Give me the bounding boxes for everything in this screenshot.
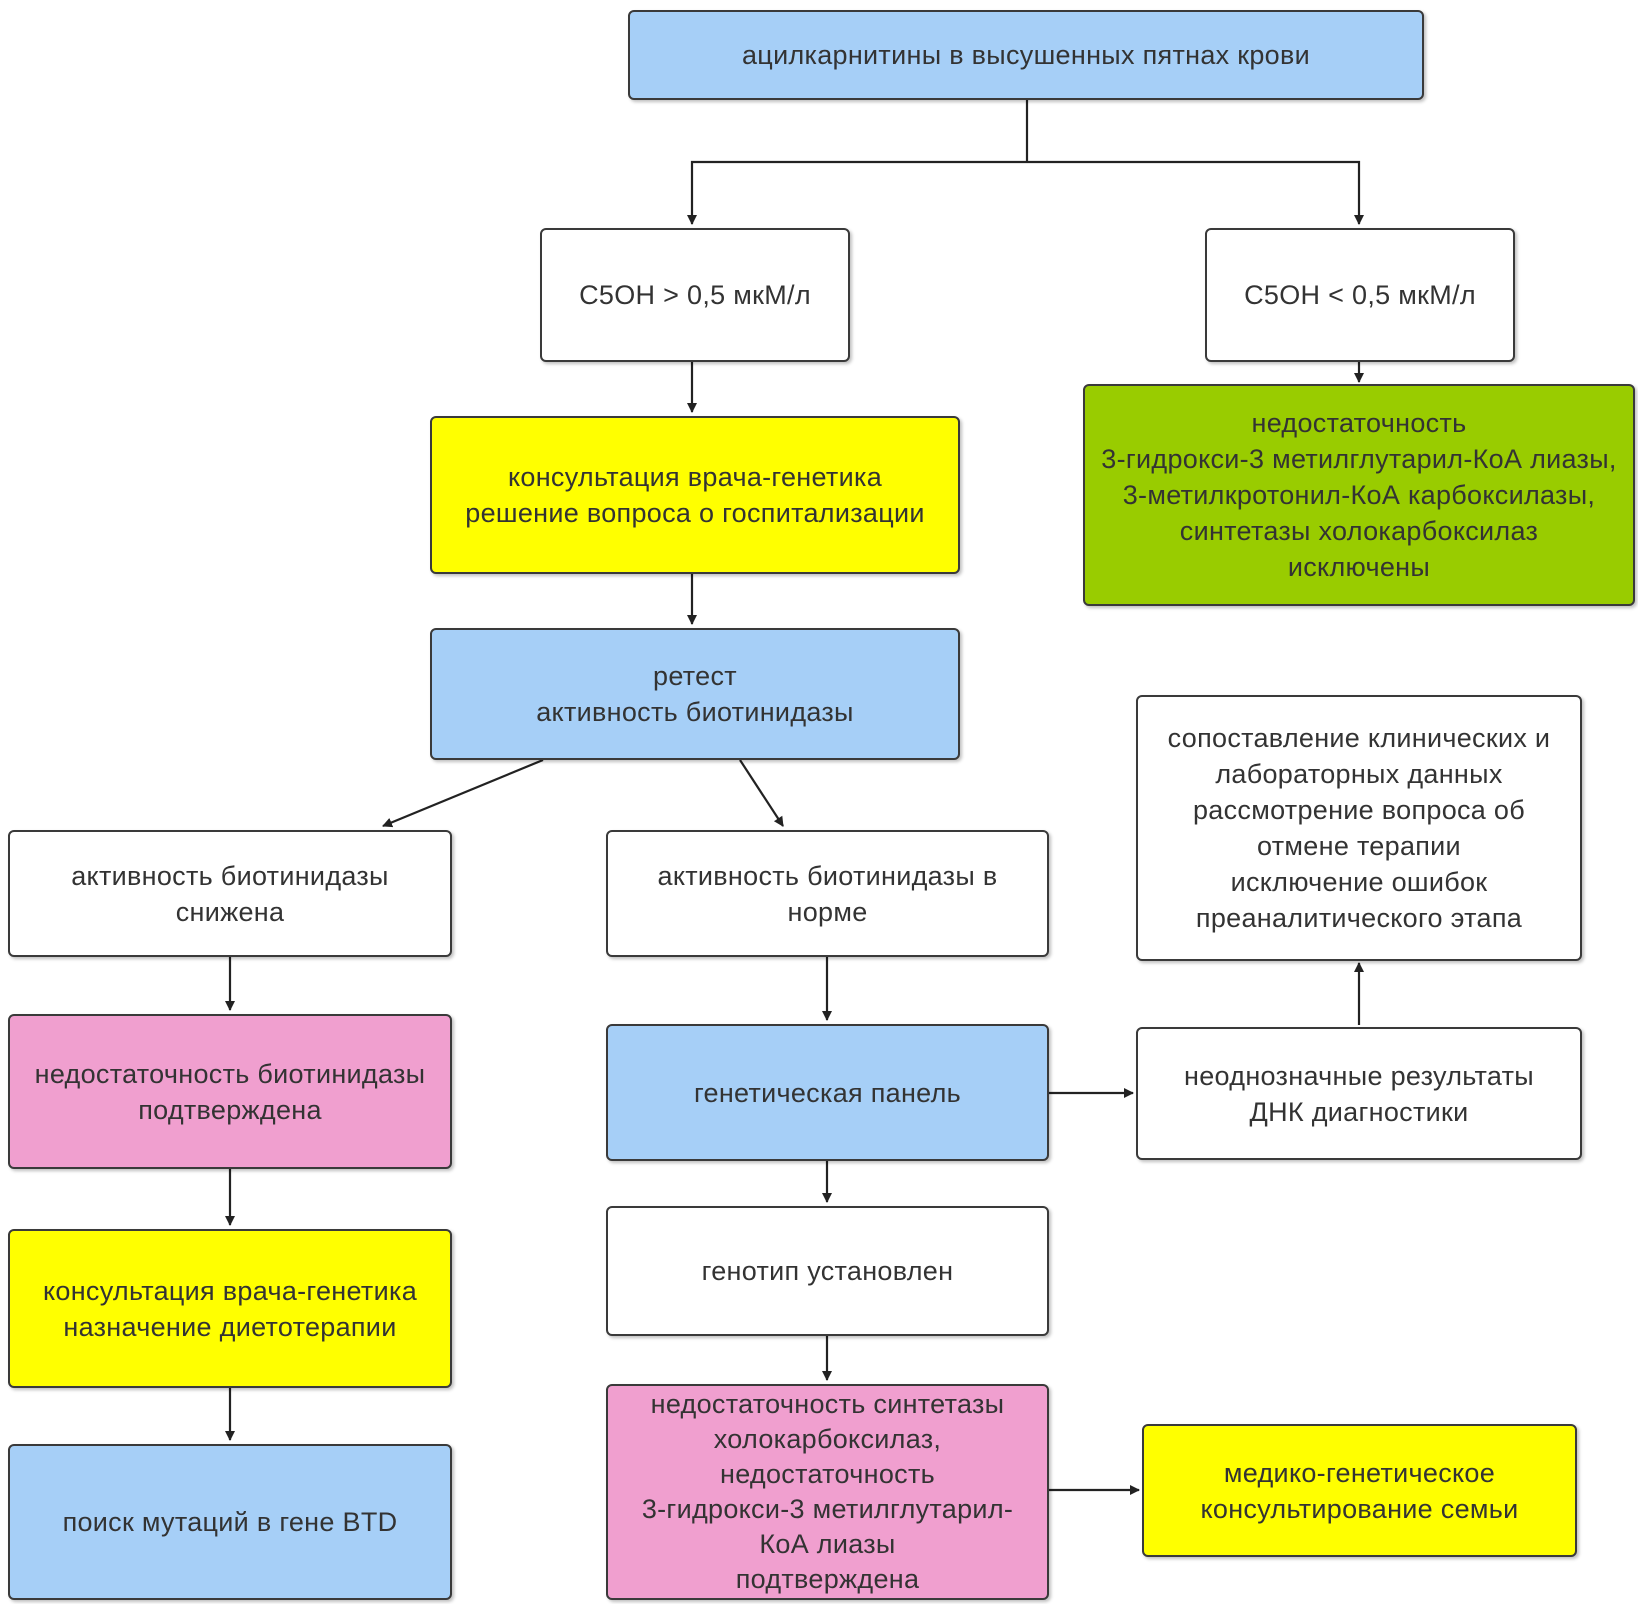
acylcarnitines-node: ацилкарнитины в высушенных пятнах крови xyxy=(628,10,1424,100)
arrow-to-activity-low xyxy=(382,758,544,828)
consult-hospital-label: консультация врача-генетика решение вопр… xyxy=(465,462,925,528)
genotype-label: генотип установлен xyxy=(701,1256,954,1286)
consult-hospital-node: консультация врача-генетика решение вопр… xyxy=(430,416,960,574)
c5oh-high-node: C5OH > 0,5 мкМ/л xyxy=(540,228,850,362)
c5oh-low-node: C5OH < 0,5 мкМ/л xyxy=(1205,228,1515,362)
activity-normal-label: активность биотинидазы в норме xyxy=(657,860,998,927)
excluded-label: недостаточность 3-гидрокси-3 метилглутар… xyxy=(1101,408,1617,582)
acylcarnitines-label: ацилкарнитины в высушенных пятнах крови xyxy=(741,40,1311,70)
arrow-to-activity-normal xyxy=(739,759,784,827)
ambiguous-label: неоднозначные результаты ДНК диагностики xyxy=(1184,1060,1534,1127)
comparison-label: сопоставление клинических и лабораторных… xyxy=(1167,723,1551,933)
c5oh-high-label: C5OH > 0,5 мкМ/л xyxy=(579,280,811,310)
consult-diet-node: консультация врача-генетика назначение д… xyxy=(8,1229,452,1388)
family-counseling-label: медико-генетическое консультирование сем… xyxy=(1200,1457,1519,1524)
retest-node: ретест активность биотинидазы xyxy=(430,628,960,760)
retest-label: ретест активность биотинидазы xyxy=(536,661,854,727)
genotype-node: генотип установлен xyxy=(606,1206,1049,1336)
consult-diet-label: консультация врача-генетика назначение д… xyxy=(42,1275,418,1342)
btd-search-label: поиск мутаций в гене BTD xyxy=(62,1507,398,1537)
arrow-to-c5oh-high xyxy=(687,160,1027,225)
deficiency-confirmed-node: недостаточность биотинидазы подтверждена xyxy=(8,1014,452,1169)
family-counseling-node: медико-генетическое консультирование сем… xyxy=(1142,1424,1577,1557)
c5oh-low-label: C5OH < 0,5 мкМ/л xyxy=(1244,280,1476,310)
activity-low-label: активность биотинидазы снижена xyxy=(71,860,389,927)
genetic-panel-label: генетическая панель xyxy=(693,1077,962,1108)
activity-low-node: активность биотинидазы снижена xyxy=(8,830,452,957)
activity-normal-node: активность биотинидазы в норме xyxy=(606,830,1049,957)
ambiguous-node: неоднозначные результаты ДНК диагностики xyxy=(1136,1027,1582,1160)
genetic-panel-node: генетическая панель xyxy=(606,1024,1049,1161)
synthetase-confirmed-label: недостаточность синтетазы холокарбоксила… xyxy=(641,1389,1014,1594)
comparison-node: сопоставление клинических и лабораторных… xyxy=(1136,695,1582,961)
btd-search-node: поиск мутаций в гене BTD xyxy=(8,1444,452,1600)
deficiency-confirmed-label: недостаточность биотинидазы подтверждена xyxy=(34,1058,426,1125)
synthetase-confirmed-node: недостаточность синтетазы холокарбоксила… xyxy=(606,1384,1049,1600)
excluded-node: недостаточность 3-гидрокси-3 метилглутар… xyxy=(1083,384,1635,606)
arrow-to-c5oh-low xyxy=(1027,160,1364,225)
